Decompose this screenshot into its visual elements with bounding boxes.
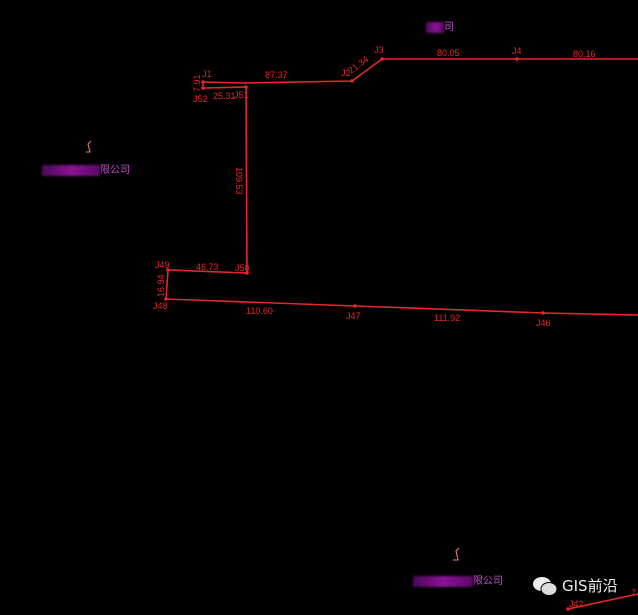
node-j49 [166, 268, 170, 272]
label-j48: J48 [153, 301, 168, 311]
length-j48-j47: 110.60 [246, 306, 273, 316]
label-j49: J49 [155, 260, 170, 270]
label-j42: J42 [569, 599, 584, 609]
label-j2: J2 [341, 68, 351, 78]
company-label-left: 限公司 [42, 161, 130, 176]
length-j4-next: 80.16 [573, 49, 596, 59]
length-j51-j50: 109.53 [234, 167, 244, 195]
label-j46: J46 [536, 318, 551, 328]
company-name: 限公司 [100, 165, 130, 176]
label-j52: J52 [193, 94, 208, 104]
redacted-block [413, 575, 473, 587]
redacted-block [42, 164, 100, 176]
marker-icon [86, 140, 92, 153]
label-j50: J50 [235, 263, 250, 273]
node-j46 [541, 311, 545, 315]
length-j42-next: 7 [631, 588, 636, 598]
watermark-text: GIS前沿 [562, 577, 618, 595]
pipe-bottom [567, 593, 638, 610]
node-j48 [164, 297, 168, 301]
length-j3-j4: 80.05 [437, 48, 460, 58]
node-j4 [515, 57, 519, 61]
node-j2 [350, 79, 354, 83]
node-j1 [201, 80, 205, 84]
pipe-upper [202, 58, 638, 84]
node-j42 [566, 607, 570, 611]
watermark: GIS前沿 [532, 575, 618, 596]
company-label-top: 司 [426, 18, 454, 33]
node-j52 [201, 86, 205, 90]
node-j50 [245, 271, 249, 275]
label-j47: J47 [346, 311, 361, 321]
length-j1-j2: 87.37 [265, 70, 288, 80]
company-name: 限公司 [473, 576, 503, 587]
node-j51 [244, 85, 248, 89]
label-j3: J3 [374, 45, 384, 55]
company-label-bottom: 限公司 [413, 572, 503, 587]
length-j52-j51: 25.31 [213, 91, 236, 101]
label-j1: J1 [202, 69, 212, 79]
label-j51: J51 [234, 90, 249, 100]
length-j2-j3: 21.34 [346, 54, 370, 76]
company-name: 司 [444, 22, 454, 33]
redacted-block [426, 21, 444, 33]
label-j4: J4 [512, 46, 522, 56]
marker-icon [453, 547, 460, 561]
node-j47 [353, 304, 357, 308]
length-j1-j52: 7.91 [192, 74, 202, 92]
node-j3 [380, 57, 384, 61]
length-j47-j46: 111.92 [434, 313, 460, 323]
length-j49-j50: 46.73 [196, 262, 219, 272]
length-j49-j48: 16.94 [156, 274, 166, 297]
wechat-icon [533, 576, 558, 596]
pipe-loop [165, 82, 638, 316]
